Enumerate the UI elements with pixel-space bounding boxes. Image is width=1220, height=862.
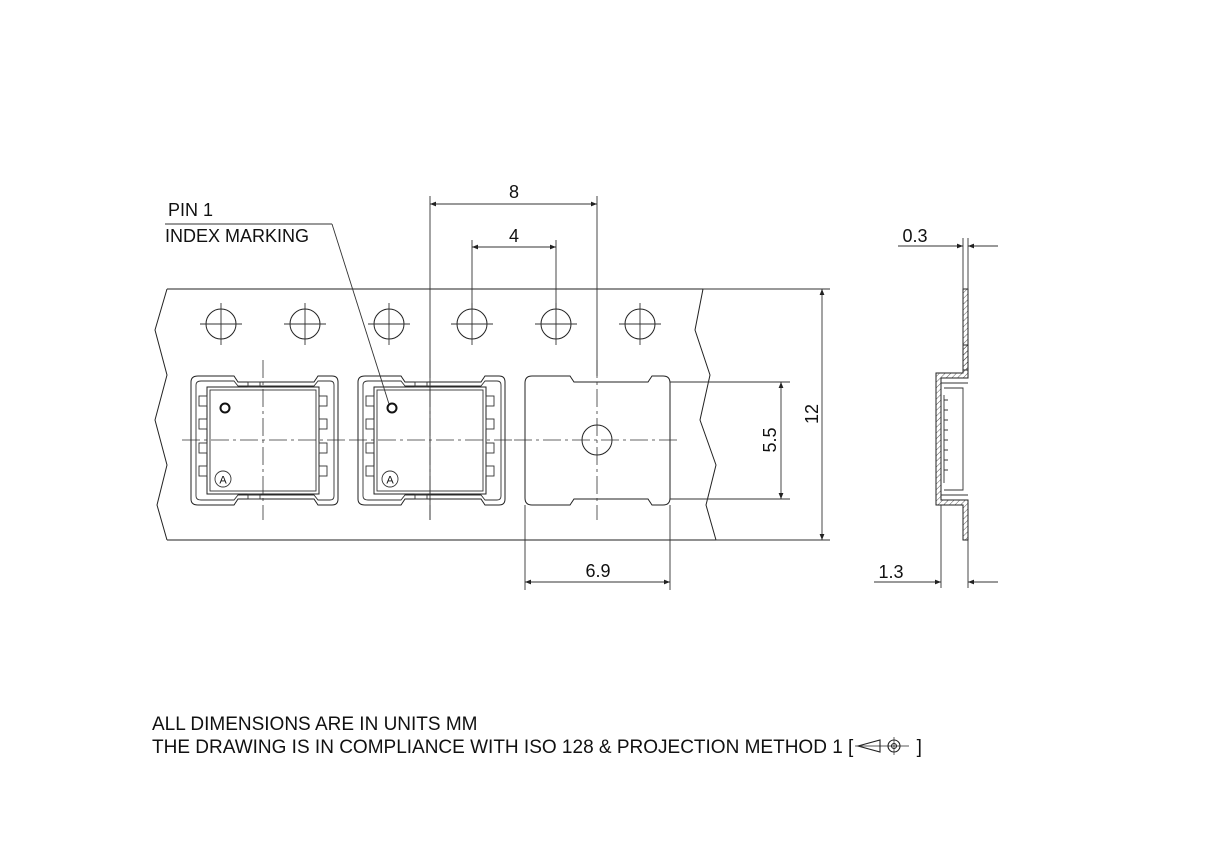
dimension-5-5: 5.5 — [670, 381, 790, 500]
sprocket-hole — [451, 303, 493, 345]
first-angle-projection-icon — [855, 737, 910, 755]
dimension-4-label: 4 — [509, 226, 519, 246]
dimension-1-3: 1.3 — [874, 505, 998, 588]
pocket-with-component-1: A — [182, 360, 345, 520]
sprocket-hole — [368, 303, 410, 345]
pocket-with-component-2: A — [349, 360, 512, 520]
index-marking-label: INDEX MARKING — [165, 226, 309, 246]
dimension-4: 4 — [471, 226, 557, 309]
pin-marker-label: A — [386, 475, 394, 487]
sprocket-hole — [619, 303, 661, 345]
standard-note: THE DRAWING IS IN COMPLIANCE WITH ISO 12… — [152, 736, 922, 759]
units-note: ALL DIMENSIONS ARE IN UNITS MM — [152, 714, 478, 735]
dimension-1-3-label: 1.3 — [878, 562, 903, 582]
carrier-tape — [154, 288, 717, 541]
dimension-0-3-label: 0.3 — [902, 226, 927, 246]
standard-note-text: THE DRAWING IS IN COMPLIANCE WITH ISO 12… — [152, 737, 854, 758]
dimension-6-9-label: 6.9 — [585, 561, 610, 581]
sprocket-hole — [284, 303, 326, 345]
sprocket-holes — [200, 303, 661, 345]
dimension-12: 12 — [703, 288, 830, 541]
pin1-callout: PIN 1 INDEX MARKING — [165, 200, 390, 405]
standard-note-close: ] — [911, 737, 922, 758]
sprocket-hole — [535, 303, 577, 345]
empty-pocket — [514, 360, 680, 520]
pin-marker-label: A — [219, 475, 227, 487]
pin1-label: PIN 1 — [168, 200, 213, 220]
tape-section-view — [935, 288, 969, 541]
sprocket-hole — [200, 303, 242, 345]
dimension-8: 8 — [429, 182, 598, 520]
dimension-5-5-label: 5.5 — [760, 427, 780, 452]
dimension-12-label: 12 — [802, 404, 822, 424]
dimension-8-label: 8 — [509, 182, 519, 202]
pin1-dot-icon — [386, 402, 398, 414]
dimension-6-9: 6.9 — [524, 505, 671, 590]
pin1-dot-icon — [219, 402, 231, 414]
dimension-0-3: 0.3 — [898, 226, 998, 289]
